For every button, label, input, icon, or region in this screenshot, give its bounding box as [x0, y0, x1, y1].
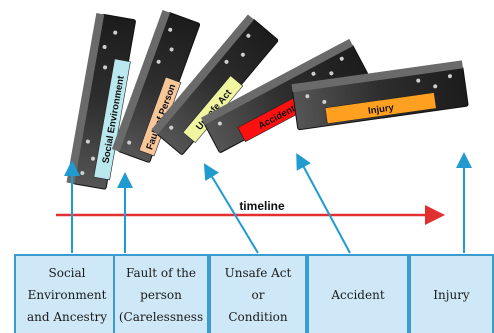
- domino-social-environment: Social Environment: [66, 13, 136, 190]
- stage-label: Unsafe Act or Condition: [224, 265, 292, 324]
- stage-box-accident: Accident: [307, 254, 409, 333]
- stage-label: Fault of the person (Carelessness: [118, 265, 204, 324]
- domino-unsafe-act: Unsafe Act: [151, 14, 279, 155]
- domino-face: [324, 92, 437, 125]
- stage-label: Social Environment and Ancestry: [26, 265, 108, 324]
- stage-box-unsafe-act: Unsafe Act or Condition: [209, 254, 307, 333]
- stage-arrow-accident: [296, 152, 351, 254]
- stage-box-injury: Injury: [409, 254, 494, 333]
- stage-arrow-unsafe: [203, 163, 259, 254]
- stage-box-social-environment: Social Environment and Ancestry: [14, 254, 120, 333]
- stage-label: Accident: [331, 287, 385, 302]
- domino-face: [93, 58, 131, 181]
- domino-injury: Injury: [291, 60, 469, 131]
- stage-box-fault-of-person: Fault of the person (Carelessness: [113, 254, 209, 333]
- domino-label: Injury: [367, 102, 395, 117]
- stage-label: Injury: [433, 287, 470, 302]
- timeline-label: timeline: [239, 199, 285, 213]
